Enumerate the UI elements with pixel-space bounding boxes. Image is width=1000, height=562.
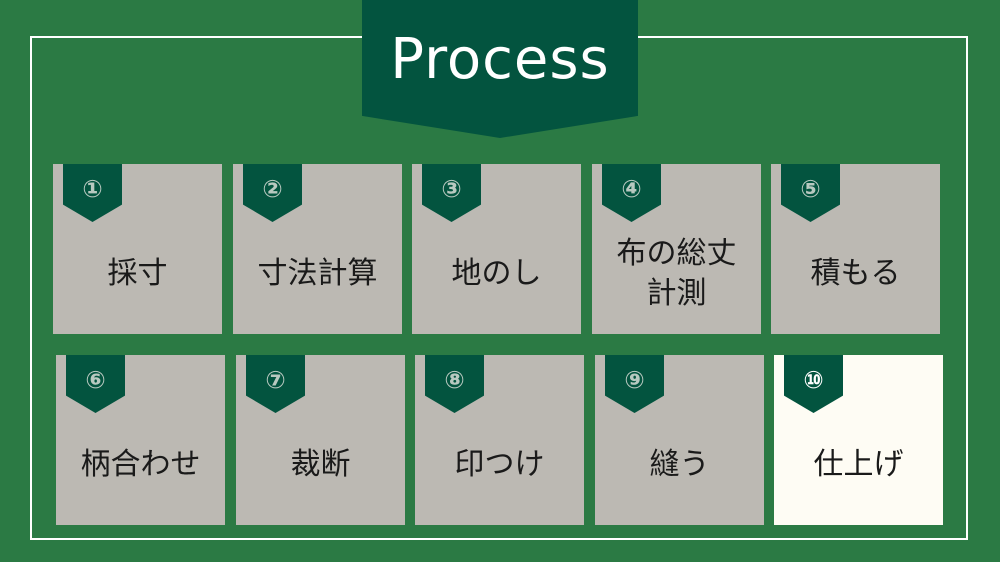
step-label: 柄合わせ: [80, 447, 201, 482]
step-number: ⑥: [85, 366, 106, 394]
step-card-10: ⑩ 仕上げ: [774, 355, 943, 525]
step-card-2: ② 寸法計算: [233, 164, 402, 334]
step-label: 印つけ: [454, 447, 545, 482]
step-card-1: ① 採寸: [53, 164, 222, 334]
step-label: 仕上げ: [813, 447, 904, 482]
step-number: ⑩: [803, 366, 824, 394]
step-number: ④: [621, 175, 642, 203]
step-card-3: ③ 地のし: [412, 164, 581, 334]
title-banner: Process: [362, 0, 638, 138]
step-label: 縫う: [649, 447, 710, 482]
step-card-9: ⑨ 縫う: [595, 355, 764, 525]
step-number: ⑨: [624, 366, 645, 394]
step-label: 地のし: [451, 256, 542, 291]
step-number-tag: ⑩: [784, 355, 843, 413]
step-number: ⑦: [265, 366, 286, 394]
step-label: 積もる: [810, 256, 901, 291]
step-number: ③: [441, 175, 462, 203]
step-number: ①: [82, 175, 103, 203]
step-card-6: ⑥ 柄合わせ: [56, 355, 225, 525]
step-number: ⑧: [444, 366, 465, 394]
step-card-4: ④ 布の総丈計測: [592, 164, 761, 334]
step-label: 布の総丈計測: [616, 236, 737, 311]
step-number: ⑤: [800, 175, 821, 203]
step-label: 寸法計算: [257, 256, 378, 291]
step-number: ②: [262, 175, 283, 203]
step-card-5: ⑤ 積もる: [771, 164, 940, 334]
step-label: 採寸: [107, 256, 168, 291]
page-title: Process: [390, 27, 610, 92]
step-label: 裁断: [290, 447, 351, 482]
step-card-7: ⑦ 裁断: [236, 355, 405, 525]
step-card-8: ⑧ 印つけ: [415, 355, 584, 525]
